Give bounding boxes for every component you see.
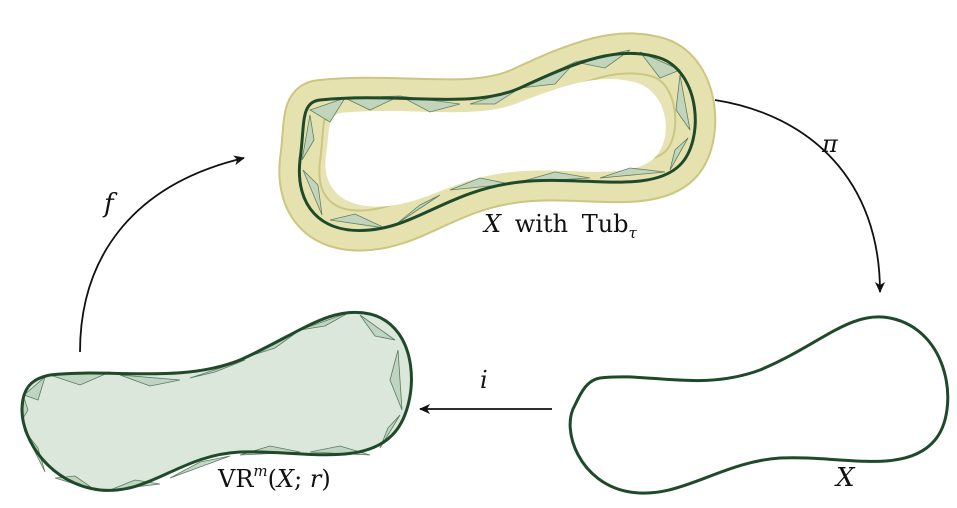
label-x-var: X	[482, 210, 502, 238]
label-vr: VR	[217, 465, 254, 493]
label-vr-close: )	[321, 465, 330, 493]
vr-curve	[20, 310, 413, 492]
svg-text:X with Tubτ: X with Tubτ	[482, 210, 638, 242]
label-vr-x: X	[275, 465, 295, 493]
label-with: with	[515, 210, 568, 238]
curve-x-right	[568, 315, 950, 495]
vr-complex-fill	[22, 312, 412, 491]
label-vr-open: (	[268, 465, 277, 493]
label-vr-sep: ;	[294, 465, 310, 493]
tube-figure: X with Tubτ	[278, 32, 717, 252]
label-vr-sup: m	[253, 462, 267, 480]
label-x: X	[834, 463, 856, 493]
arrow-pi	[714, 99, 885, 293]
svg-text:VRm(X; r): VRm(X; r)	[217, 462, 331, 493]
label-vr-r: r	[310, 465, 323, 493]
arrow-f	[79, 155, 245, 353]
arrows	[79, 99, 885, 414]
vr-complex-figure: VRm(X; r)	[20, 310, 413, 493]
curve-x-figure: X	[568, 315, 950, 495]
label-f: f	[102, 189, 118, 219]
label-i: i	[480, 366, 488, 394]
label-tub: Tub	[582, 210, 629, 238]
label-pi: π	[821, 130, 839, 158]
label-tub-sub: τ	[629, 224, 638, 242]
curve-x-top	[297, 51, 697, 233]
